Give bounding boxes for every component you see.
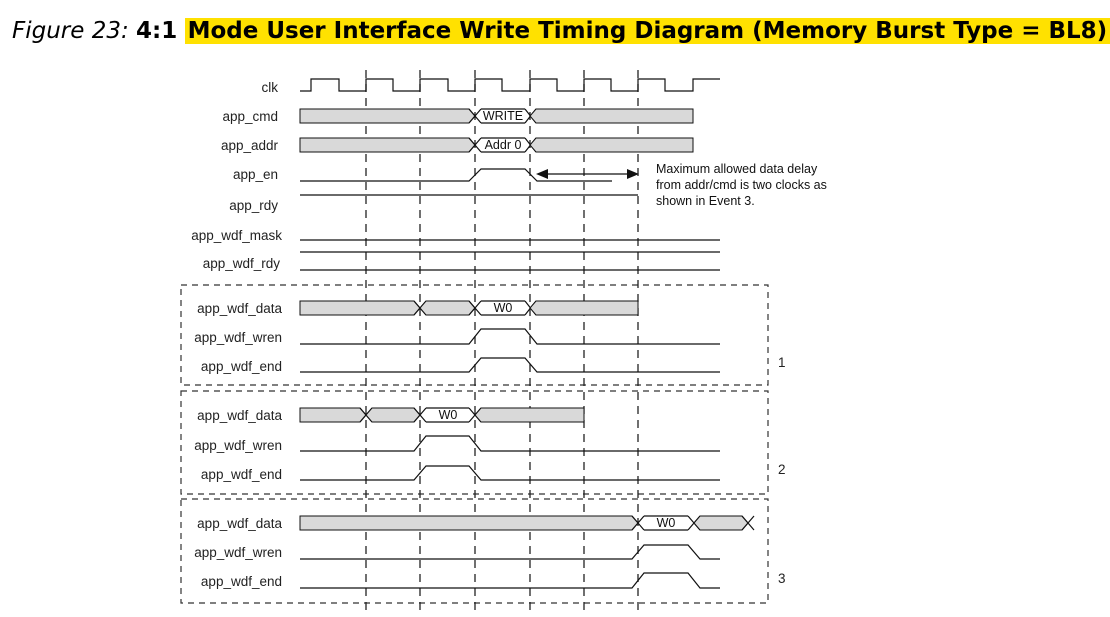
label-app-en: app_en bbox=[233, 167, 278, 182]
wave-ev3-wdf-wren bbox=[300, 544, 720, 560]
label-ev2-wdf-wren: app_wdf_wren bbox=[194, 438, 282, 453]
label-ev1-wdf-data: app_wdf_data bbox=[197, 301, 282, 316]
wave-ev1-wdf-wren bbox=[300, 328, 720, 345]
label-ev3-wdf-end: app_wdf_end bbox=[201, 574, 282, 589]
label-app-wdf-rdy: app_wdf_rdy bbox=[203, 256, 281, 271]
wave-ev3-wdf-data: W0 bbox=[299, 515, 755, 531]
bus-ev1-w0: W0 bbox=[494, 301, 513, 315]
bus-cmd-write: WRITE bbox=[483, 109, 523, 123]
clock-guides bbox=[365, 70, 639, 615]
wave-ev1-wdf-data: W0 bbox=[299, 300, 639, 316]
wave-ev1-wdf-end bbox=[300, 357, 720, 373]
wave-app-cmd: WRITE bbox=[299, 108, 694, 124]
event-number-1: 1 bbox=[778, 355, 786, 370]
wave-clk bbox=[300, 78, 720, 92]
note-line-2: from addr/cmd is two clocks as bbox=[656, 178, 827, 192]
event-number-2: 2 bbox=[778, 462, 786, 477]
timing-diagram: clk app_cmd app_addr app_en app_rdy app_… bbox=[180, 70, 827, 615]
wave-app-addr: Addr 0 bbox=[299, 137, 694, 153]
wave-app-wdf-mask bbox=[300, 239, 720, 253]
caption-title: Mode User Interface Write Timing Diagram… bbox=[184, 18, 1110, 44]
wave-ev2-wdf-end bbox=[300, 465, 720, 481]
delay-arrow bbox=[536, 169, 639, 179]
label-ev1-wdf-end: app_wdf_end bbox=[201, 359, 282, 374]
bus-ev3-w0: W0 bbox=[657, 516, 676, 530]
label-app-wdf-mask: app_wdf_mask bbox=[191, 228, 282, 243]
label-ev3-wdf-data: app_wdf_data bbox=[197, 516, 282, 531]
label-ev2-wdf-end: app_wdf_end bbox=[201, 467, 282, 482]
label-ev2-wdf-data: app_wdf_data bbox=[197, 408, 282, 423]
wave-ev2-wdf-data: W0 bbox=[299, 407, 585, 423]
label-app-cmd: app_cmd bbox=[222, 109, 278, 124]
wave-app-en bbox=[300, 168, 612, 182]
note-line-3: shown in Event 3. bbox=[656, 194, 755, 208]
wave-ev3-wdf-end bbox=[300, 572, 720, 589]
label-ev3-wdf-wren: app_wdf_wren bbox=[194, 545, 282, 560]
bus-addr-0: Addr 0 bbox=[485, 138, 522, 152]
event-number-3: 3 bbox=[778, 571, 786, 586]
wave-ev2-wdf-wren bbox=[300, 435, 720, 452]
label-ev1-wdf-wren: app_wdf_wren bbox=[194, 330, 282, 345]
bus-ev2-w0: W0 bbox=[439, 408, 458, 422]
label-clk: clk bbox=[262, 80, 279, 95]
caption-ratio: 4:1 bbox=[136, 18, 178, 44]
figure-number: Figure 23: bbox=[12, 18, 129, 44]
label-app-rdy: app_rdy bbox=[229, 198, 278, 213]
note-line-1: Maximum allowed data delay bbox=[656, 162, 818, 176]
figure-caption: Figure 23: 4:1 Mode User Interface Write… bbox=[12, 14, 1110, 48]
label-app-addr: app_addr bbox=[221, 138, 279, 153]
